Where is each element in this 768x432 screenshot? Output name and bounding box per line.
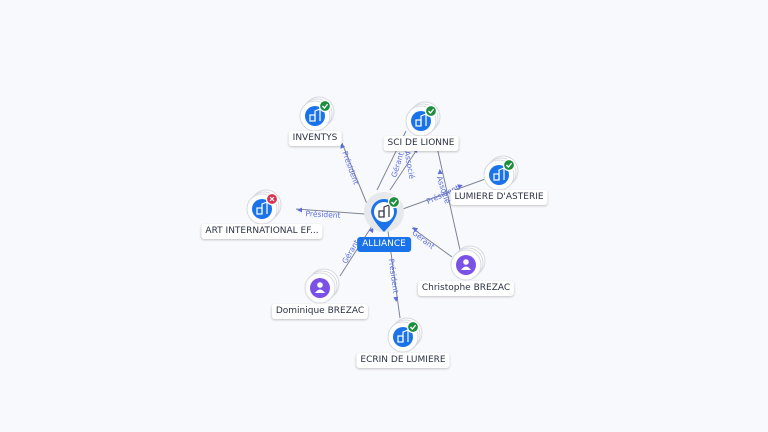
node-label-lumiere-asterie[interactable]: LUMIERE D'ASTERIE (450, 190, 548, 205)
edge-label: Gérant (410, 228, 436, 251)
edge-line (399, 177, 489, 211)
edge-label: Associé (403, 150, 417, 180)
building-icon (256, 201, 268, 215)
building-icon (397, 329, 409, 343)
building-icon (493, 167, 505, 181)
building-icon (309, 108, 321, 122)
edge-arrow (437, 169, 443, 175)
node-christophe[interactable] (450, 245, 486, 281)
node-label-christophe[interactable]: Christophe BREZAC (417, 281, 515, 296)
active-status-icon (406, 320, 420, 334)
edge-label: Président (387, 258, 401, 294)
person-icon (461, 259, 471, 270)
edge-arrow (393, 296, 399, 302)
node-label-inventys[interactable]: INVENTYS (288, 131, 342, 146)
node-lumiere-asterie[interactable] (483, 155, 519, 191)
edge-arrow (297, 207, 302, 213)
edge-line (339, 225, 373, 277)
active-status-icon (502, 158, 516, 172)
edge-line (341, 142, 368, 205)
edge-line (436, 146, 461, 251)
edge-arrow (412, 227, 419, 233)
node-label-ecrin[interactable]: ECRIN DE LUMIERE (356, 353, 450, 368)
closed-status-icon (265, 192, 279, 206)
node-label-dominique[interactable]: Dominique BREZAC (271, 304, 369, 319)
edge-arrow (368, 227, 374, 234)
active-status-icon (424, 104, 438, 118)
node-art-international[interactable] (246, 189, 282, 225)
active-status-icon (318, 99, 332, 113)
building-icon (415, 113, 427, 127)
center-node-label[interactable]: ALLIANCE (357, 237, 411, 252)
node-sci-lionne[interactable] (405, 101, 441, 137)
node-inventys[interactable] (299, 96, 335, 132)
edge-arrow (457, 184, 463, 190)
edge-arrow (340, 143, 346, 149)
node-label-sci-lionne[interactable]: SCI DE LIONNE (383, 136, 459, 151)
node-label-art-international[interactable]: ART INTERNATIONAL EF... (201, 224, 323, 239)
edge-label: Gérant (389, 151, 405, 178)
edge-label: Président (340, 150, 360, 186)
edge-line (295, 208, 366, 215)
building-icon (378, 204, 390, 218)
edge-line (411, 227, 453, 258)
node-ecrin[interactable] (387, 317, 423, 353)
edge-label: Président (305, 209, 340, 220)
person-icon (315, 282, 325, 293)
active-status-icon (387, 195, 401, 209)
node-dominique[interactable] (304, 268, 340, 304)
center-node[interactable] (364, 192, 404, 232)
